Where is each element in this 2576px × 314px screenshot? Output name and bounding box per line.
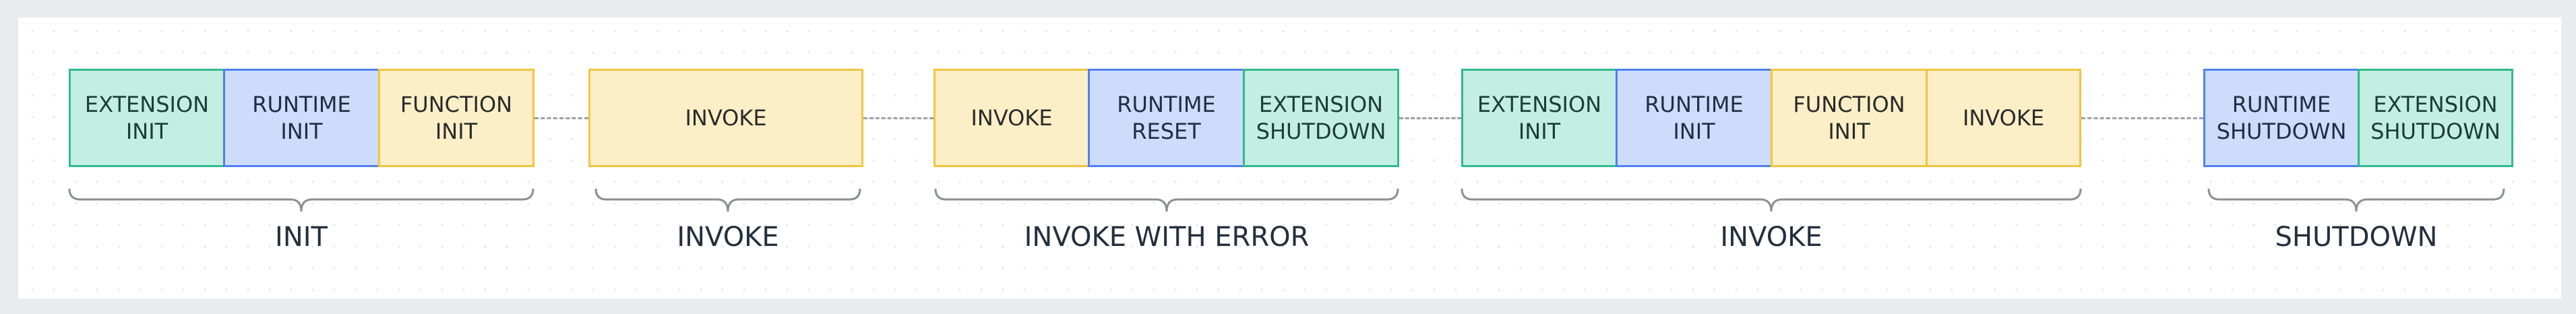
phase-box-extension-init: EXTENSION INIT [1461,69,1618,167]
phase-box-invoke: INVOKE [1926,69,2081,167]
phase-box-label: INVOKE [1962,105,2045,131]
group-label-shutdown: SHUTDOWN [2275,222,2438,253]
brace-icon [1461,186,2082,214]
phase-box-invoke: INVOKE [588,69,863,167]
phase-box-label: INVOKE [971,105,1053,131]
phase-box-runtime-init: RUNTIME INIT [1616,69,1773,167]
phase-box-label: RUNTIME RESET [1117,92,1216,144]
brace-icon [68,186,534,214]
phase-box-extension-shutdown: EXTENSION SHUTDOWN [1243,69,1399,167]
brace-icon [2207,186,2505,214]
phase-box-runtime-shutdown: RUNTIME SHUTDOWN [2203,69,2360,167]
phase-box-function-init: FUNCTION INIT [1771,69,1928,167]
phase-box-label: FUNCTION INIT [400,92,513,144]
connector-init-invoke [534,117,588,119]
phase-box-label: RUNTIME INIT [1645,92,1744,144]
brace-icon [594,186,861,214]
connector-invoke-shutdown [2081,117,2203,119]
brace-icon [934,186,1399,214]
group-label-invoke: INVOKE [1720,222,1822,253]
phase-box-invoke: INVOKE [933,69,1090,167]
phase-box-label: INVOKE [685,105,767,131]
phase-box-runtime-reset: RUNTIME RESET [1088,69,1245,167]
group-label-invoke: INVOKE [677,222,779,253]
group-label-invoke-with-error: INVOKE WITH ERROR [1024,222,1310,253]
phase-box-label: EXTENSION INIT [1477,92,1602,144]
phase-box-label: RUNTIME INIT [252,92,351,144]
phase-box-extension-init: EXTENSION INIT [69,69,225,167]
phase-box-extension-shutdown: EXTENSION SHUTDOWN [2358,69,2513,167]
phase-box-label: RUNTIME SHUTDOWN [2216,92,2347,144]
phase-box-label: EXTENSION SHUTDOWN [1256,92,1386,144]
connector-error-invoke [1399,117,1461,119]
phase-box-function-init: FUNCTION INIT [378,69,534,167]
group-label-init: INIT [275,222,328,253]
phase-box-runtime-init: RUNTIME INIT [223,69,380,167]
connector-invoke-error [863,117,933,119]
phase-box-label: EXTENSION SHUTDOWN [2370,92,2501,144]
phase-box-label: EXTENSION INIT [84,92,210,144]
phase-box-label: FUNCTION INIT [1793,92,1905,144]
